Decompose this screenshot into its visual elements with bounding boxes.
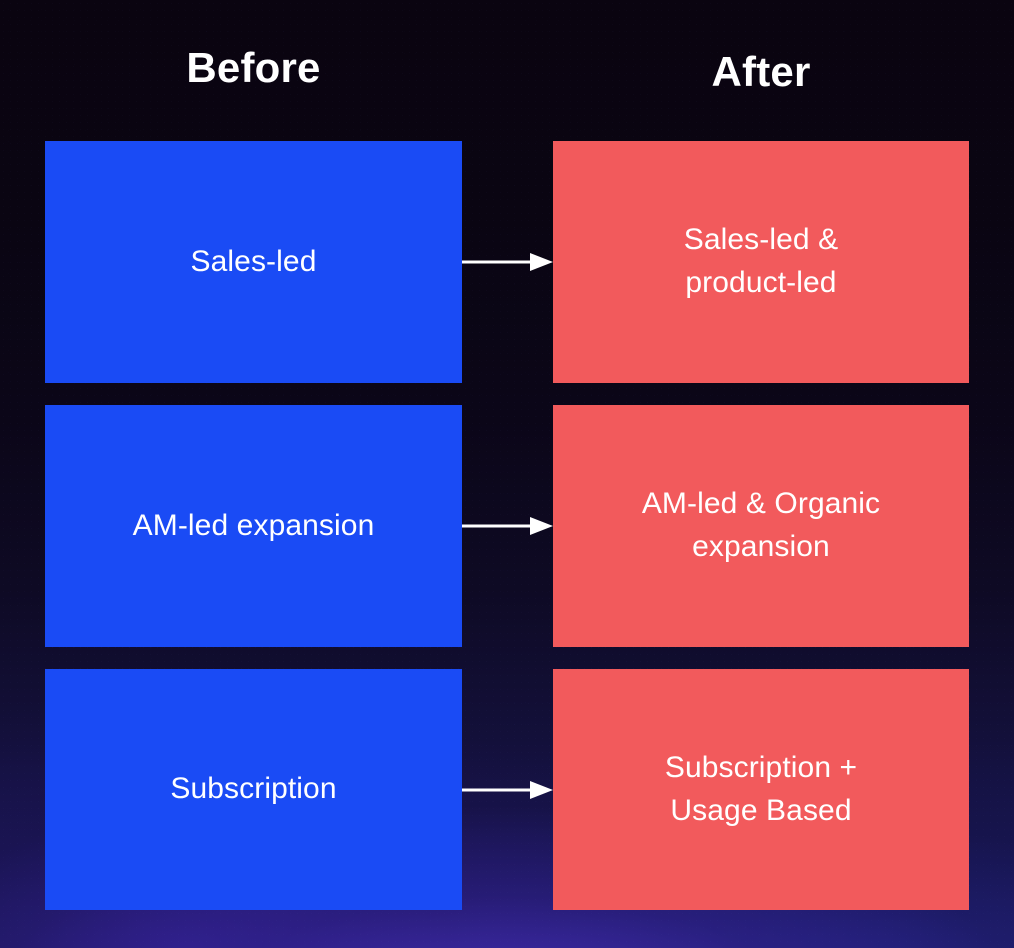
after-box-row-2[interactable]: AM-led & Organic expansion [553,405,969,647]
arrow-right-icon-row-2 [462,517,553,535]
after-box-row-3[interactable]: Subscription + Usage Based [553,669,969,910]
arrow-right-icon-row-1 [462,253,553,271]
before-box-row-1[interactable]: Sales-led [45,141,462,383]
after-box-row-1[interactable]: Sales-led & product-led [553,141,969,383]
before-box-row-2[interactable]: AM-led expansion [45,405,462,647]
arrow-right-icon-row-3 [462,781,553,799]
column-header-after: After [711,48,811,95]
before-box-row-3[interactable]: Subscription [45,669,462,910]
column-header-before: Before [186,44,321,91]
